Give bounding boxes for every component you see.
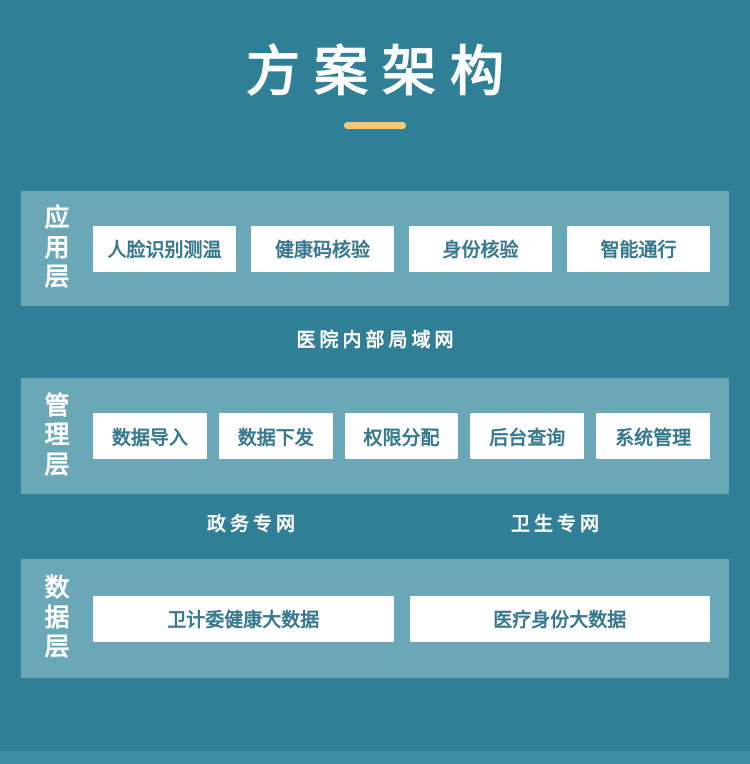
node-box-data-import[interactable]: 数据导入 — [93, 413, 207, 459]
application-box-row: 人脸识别测温 健康码核验 身份核验 智能通行 — [93, 225, 729, 272]
layer-label-char: 层 — [44, 263, 70, 292]
layer-label-char: 层 — [44, 450, 70, 479]
layer-label-char: 据 — [44, 603, 70, 632]
data-box-row: 卫计委健康大数据 医疗身份大数据 — [93, 595, 729, 642]
network-label-government: 政务专网 — [206, 514, 299, 535]
node-box-medical-identity-bigdata[interactable]: 医疗身份大数据 — [409, 595, 710, 642]
layer-band-application: 应 用 层 人脸识别测温 健康码核验 身份核验 智能通行 — [21, 191, 729, 306]
node-box-permission-assign[interactable]: 权限分配 — [344, 413, 459, 459]
node-box-health-code[interactable]: 健康码核验 — [251, 225, 394, 272]
network-label-hospital-lan: 医院内部局域网 — [296, 330, 458, 351]
node-box-system-management[interactable]: 系统管理 — [596, 413, 710, 459]
layer-band-management: 管 理 层 数据导入 数据下发 权限分配 后台查询 系统管理 — [21, 378, 729, 494]
node-box-identity-verify[interactable]: 身份核验 — [409, 225, 552, 272]
layer-label-char: 层 — [44, 633, 70, 662]
layer-band-data: 数 据 层 卫计委健康大数据 医疗身份大数据 — [21, 559, 729, 678]
layer-label-char: 应 — [44, 204, 70, 233]
network-label-health: 卫生专网 — [510, 514, 603, 535]
title-underline-accent — [344, 122, 406, 130]
node-box-face-recognition[interactable]: 人脸识别测温 — [93, 225, 236, 272]
node-box-data-distribute[interactable]: 数据下发 — [218, 413, 333, 459]
layer-label-application: 应 用 层 — [21, 204, 93, 293]
layer-label-char: 用 — [44, 233, 70, 262]
layer-label-data: 数 据 层 — [21, 574, 93, 663]
bottom-strip — [0, 751, 750, 764]
layer-label-char: 数 — [44, 574, 70, 603]
node-box-backend-query[interactable]: 后台查询 — [470, 413, 585, 459]
node-box-health-commission-bigdata[interactable]: 卫计委健康大数据 — [93, 595, 394, 642]
layer-label-management: 管 理 层 — [21, 392, 93, 481]
node-box-smart-access[interactable]: 智能通行 — [567, 225, 710, 272]
layer-label-char: 理 — [44, 421, 70, 450]
title-block: 方案架构 — [0, 0, 750, 130]
management-box-row: 数据导入 数据下发 权限分配 后台查询 系统管理 — [93, 413, 729, 459]
page-title: 方案架构 — [246, 42, 518, 102]
layer-label-char: 管 — [44, 391, 70, 420]
